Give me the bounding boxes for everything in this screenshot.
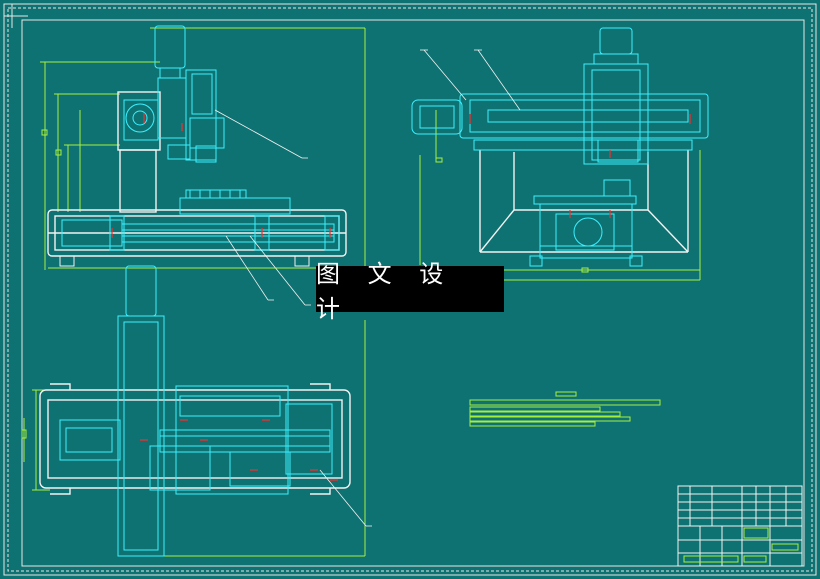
front-head [123, 25, 225, 163]
sheet-border [3, 3, 817, 576]
title-block-fills [683, 527, 799, 563]
watermark-label: 图 文 设 计 [316, 260, 504, 323]
front-column [117, 91, 161, 213]
top-leaders [319, 469, 372, 527]
title-block [677, 485, 803, 567]
top-carriage [59, 265, 333, 557]
side-beam [411, 93, 709, 151]
top-view [21, 265, 372, 557]
top-base-rail [39, 383, 351, 495]
front-feet [59, 255, 310, 267]
top-highlights [140, 419, 338, 481]
front-view-dimensions [40, 27, 366, 270]
front-leadscrew [61, 189, 340, 251]
side-view [411, 27, 709, 281]
side-highlights [469, 114, 691, 218]
side-leaders [420, 49, 521, 111]
side-view-dimensions [419, 110, 701, 281]
top-view-dimensions [21, 320, 366, 557]
side-carriage [583, 27, 649, 165]
technical-notes [469, 391, 661, 427]
front-base-rail [47, 209, 347, 257]
front-highlights [111, 113, 331, 238]
front-leaders [214, 109, 311, 306]
front-view [40, 25, 366, 306]
side-frame [479, 150, 689, 253]
side-lower-table [529, 179, 643, 267]
